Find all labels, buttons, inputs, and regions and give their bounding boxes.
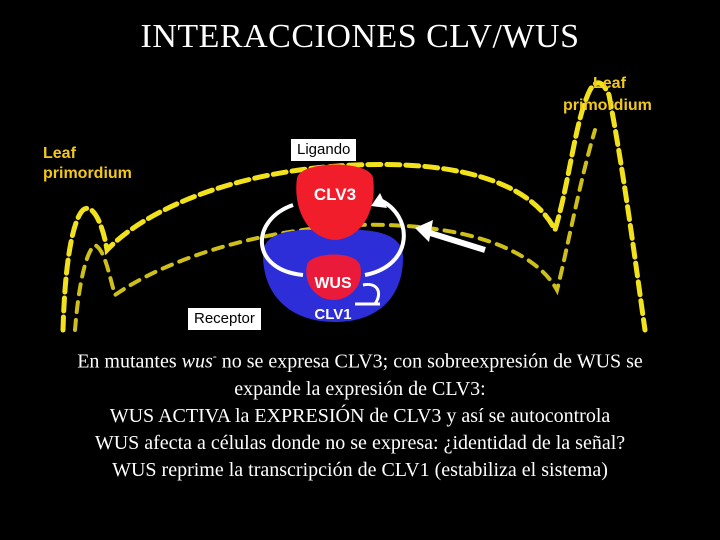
gene-wus: wus xyxy=(181,350,213,373)
caption-line-5: WUS reprime la transcripción de CLV1 (es… xyxy=(112,458,608,481)
leaf-left-line1: Leaf xyxy=(43,145,77,162)
activation-loop xyxy=(259,203,304,277)
clv-wus-diagram: CLV3 WUS CLV1 Leaf primordium Leaf primo… xyxy=(35,60,715,335)
slide-title: INTERACCIONES CLV/WUS xyxy=(140,18,580,55)
wus-clv1-repression xyxy=(355,282,380,306)
receptor-label: Receptor xyxy=(188,308,261,330)
wus-domain xyxy=(306,254,361,300)
caption-line-4: WUS afecta a células donde no se expresa… xyxy=(94,431,626,454)
signal-arrow xyxy=(426,229,486,253)
ligand-label: Ligando xyxy=(291,139,357,161)
clv3-label: CLV3 xyxy=(314,185,356,204)
repression-loop xyxy=(364,198,406,277)
signal-arrowhead xyxy=(415,220,433,242)
caption-line-3: WUS ACTIVA la EXPRESIÓN de CLV3 y así se… xyxy=(109,404,611,427)
inner-outline xyxy=(73,128,597,332)
meristem-illustration: CLV3 WUS CLV1 Leaf primordium Leaf primo… xyxy=(43,75,652,333)
wus-label: WUS xyxy=(314,275,352,292)
leaf-right-line2: primordium xyxy=(563,97,652,114)
meristem-outline xyxy=(60,80,648,333)
leaf-left-line2: primordium xyxy=(43,165,132,182)
caption-line-2: expande la expresión de CLV3: xyxy=(234,377,486,400)
loop-arrowhead xyxy=(371,193,387,208)
caption: En mutantes wus- no se expresa CLV3; con… xyxy=(0,343,720,484)
clv1-label: CLV1 xyxy=(314,306,351,323)
leaf-right-line1: Leaf xyxy=(593,75,627,92)
clv3-domain xyxy=(296,164,374,240)
caption-line-1: En mutantes wus- no se expresa CLV3; con… xyxy=(77,349,643,373)
